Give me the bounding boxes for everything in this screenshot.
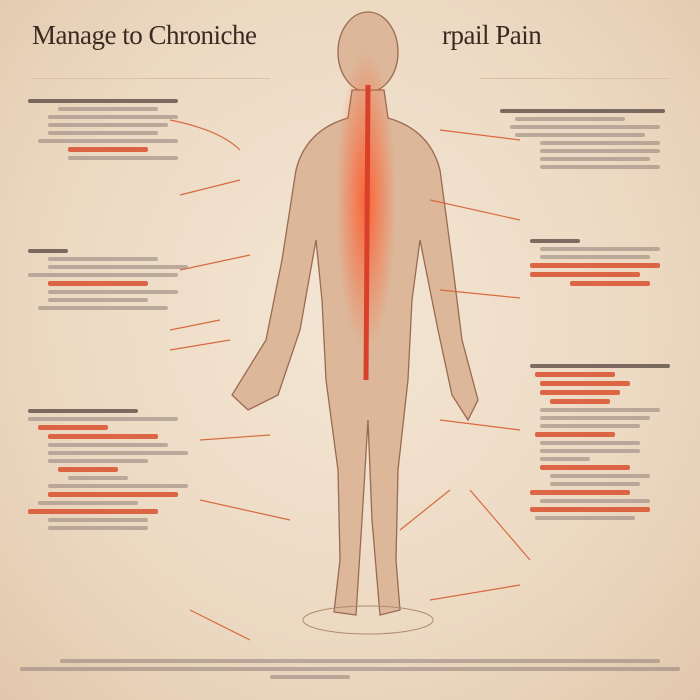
divider <box>480 78 670 79</box>
title-left: Manage to Chroniche <box>32 20 257 50</box>
annotation-block <box>500 235 670 290</box>
spine <box>363 84 371 381</box>
floor-shadow <box>302 605 434 635</box>
pointer-lines <box>169 119 531 641</box>
footer-text <box>20 655 680 683</box>
annotation-block <box>28 95 188 164</box>
annotation-block <box>28 245 198 314</box>
divider <box>30 78 270 79</box>
title-right: rpail Pain <box>442 20 542 50</box>
annotation-block <box>500 360 670 524</box>
annotation-block <box>500 105 670 173</box>
annotation-block <box>28 405 198 534</box>
